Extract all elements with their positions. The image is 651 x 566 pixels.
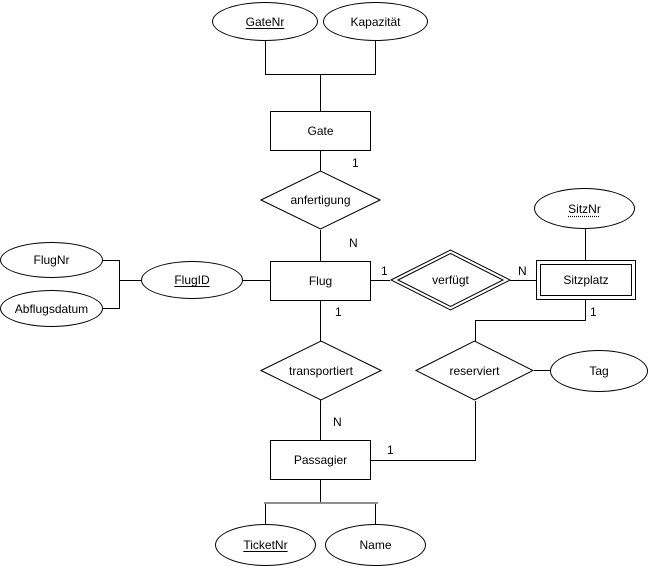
- edge-verfuegt-sitzplatz[interactable]: [510, 280, 536, 281]
- attribute-gatenr[interactable]: GateNr: [212, 2, 318, 41]
- relationship-transportiert[interactable]: transportiert: [260, 340, 382, 401]
- edge-flugid-flug[interactable]: [242, 280, 270, 281]
- entity-passagier[interactable]: Passagier: [270, 440, 371, 480]
- attribute-gatenr-label: GateNr: [245, 14, 285, 29]
- edge-transportiert-passagier[interactable]: [320, 400, 321, 440]
- cardinality-transportiert-passagier[interactable]: N: [333, 415, 342, 429]
- entity-flug-label: Flug: [308, 274, 333, 288]
- weak-entity-inner-border: Sitzplatz: [540, 264, 632, 296]
- edge-reserviert-tag[interactable]: [534, 370, 550, 371]
- cardinality-passagier-reserviert[interactable]: 1: [387, 443, 394, 457]
- attribute-tag[interactable]: Tag: [550, 350, 648, 392]
- relationship-verfuegt[interactable]: verfügt: [390, 249, 511, 311]
- attribute-kapazitaet[interactable]: Kapazität: [323, 2, 428, 41]
- attribute-sitznr[interactable]: SitzNr: [534, 188, 635, 229]
- edge-gatenr-bar[interactable]: [265, 41, 266, 74]
- entity-passagier-label: Passagier: [293, 453, 348, 467]
- edge-bar-ticketnr[interactable]: [265, 504, 266, 525]
- relationship-anfertigung[interactable]: anfertigung: [260, 170, 381, 230]
- attribute-abflugsdatum-label: Abflugsdatum: [14, 301, 89, 316]
- attribute-abflugsdatum[interactable]: Abflugsdatum: [0, 290, 103, 327]
- diamond-shape: [260, 340, 382, 401]
- edge-flug-verfuegt[interactable]: [371, 280, 390, 281]
- cardinality-sitzplatz-reserviert[interactable]: 1: [590, 305, 597, 319]
- edge-passagier-down[interactable]: [320, 480, 321, 503]
- attribute-name-label: Name: [359, 538, 392, 552]
- cardinality-flug-transportiert[interactable]: 1: [335, 305, 342, 319]
- attribute-ticketnr-label: TicketNr: [243, 538, 288, 552]
- entity-sitzplatz-label: Sitzplatz: [563, 273, 609, 287]
- diamond-shape: [260, 170, 381, 230]
- edge-sitzplatz-down[interactable]: [585, 300, 586, 321]
- edge-passagier-attr-bar[interactable]: [264, 502, 378, 504]
- edge-sitznr-sitzplatz[interactable]: [585, 229, 586, 260]
- relationship-transportiert-label: transportiert: [288, 363, 354, 378]
- attribute-kapazitaet-label: Kapazität: [350, 14, 401, 29]
- edge-bar-gate[interactable]: [320, 74, 321, 111]
- edge-reserviert-up[interactable]: [475, 320, 476, 341]
- entity-flug[interactable]: Flug: [270, 261, 371, 301]
- edge-anfertigung-flug[interactable]: [320, 230, 321, 261]
- edge-sitzplatz-reserviert-h[interactable]: [475, 320, 586, 321]
- attribute-flugnr-label: FlugNr: [33, 253, 70, 267]
- attribute-sitznr-label: SitzNr: [568, 201, 601, 216]
- edge-kapazitaet-bar[interactable]: [375, 41, 376, 74]
- cardinality-gate-anfertigung[interactable]: 1: [352, 156, 359, 170]
- cardinality-flug-verfuegt[interactable]: 1: [381, 264, 388, 278]
- edge-join-flugid[interactable]: [119, 280, 142, 281]
- cardinality-verfuegt-sitzplatz[interactable]: N: [518, 264, 527, 278]
- edge-reserviert-down[interactable]: [475, 401, 476, 461]
- relationship-reserviert[interactable]: reserviert: [415, 340, 534, 401]
- relationship-reserviert-label: reserviert: [449, 363, 500, 378]
- attribute-name[interactable]: Name: [325, 524, 426, 566]
- edge-flug-transportiert[interactable]: [320, 301, 321, 341]
- edge-gate-anfertigung[interactable]: [320, 151, 321, 171]
- attribute-flugid[interactable]: FlugID: [141, 261, 243, 299]
- attribute-flugnr[interactable]: FlugNr: [0, 242, 103, 278]
- edge-reserviert-passagier-h[interactable]: [371, 460, 476, 461]
- double-diamond-shape: [390, 249, 511, 311]
- entity-sitzplatz[interactable]: Sitzplatz: [536, 260, 636, 300]
- entity-gate[interactable]: Gate: [270, 111, 371, 151]
- attribute-tag-label: Tag: [589, 364, 609, 378]
- edge-join-vertical[interactable]: [119, 260, 120, 309]
- edge-flugnr-join[interactable]: [102, 260, 120, 261]
- relationship-verfuegt-label: verfügt: [432, 273, 469, 287]
- relationship-anfertigung-label: anfertigung: [290, 193, 351, 207]
- cardinality-anfertigung-flug[interactable]: N: [349, 236, 358, 250]
- entity-gate-label: Gate: [307, 124, 334, 138]
- edge-bar-name[interactable]: [375, 504, 376, 525]
- diamond-shape: [415, 340, 534, 401]
- attribute-flugid-label: FlugID: [174, 273, 210, 287]
- attribute-ticketnr[interactable]: TicketNr: [215, 524, 316, 566]
- edge-abflugsdatum-join[interactable]: [102, 308, 120, 309]
